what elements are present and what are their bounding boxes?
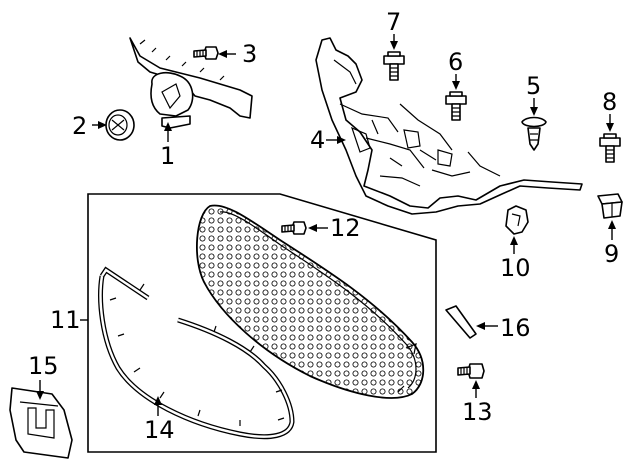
part-11-grille-assembly-frame xyxy=(87,193,437,453)
callout-5: 5 xyxy=(526,72,541,100)
callout-14: 14 xyxy=(144,416,175,444)
callout-3: 3 xyxy=(242,40,257,68)
part-15-license-bracket xyxy=(9,387,73,459)
callout-10: 10 xyxy=(500,254,531,282)
part-2-emblem xyxy=(105,109,135,141)
part-12-screw xyxy=(281,221,307,235)
part-8-bolt xyxy=(599,133,621,163)
callout-8: 8 xyxy=(602,88,617,116)
callout-12: 12 xyxy=(330,214,361,242)
part-16-clip xyxy=(445,305,477,339)
callout-13: 13 xyxy=(462,398,493,426)
callout-6: 6 xyxy=(448,48,463,76)
part-4-upper-deflector xyxy=(315,37,583,215)
callout-16: 16 xyxy=(500,314,531,342)
part-9-nut xyxy=(597,193,623,219)
part-13-screw xyxy=(457,363,485,379)
part-11-grille-mesh xyxy=(195,204,425,399)
part-3-screw xyxy=(193,46,219,60)
callout-9: 9 xyxy=(604,240,619,268)
leader-lines xyxy=(36,34,616,416)
callout-11: 11 xyxy=(50,306,81,334)
part-7-bolt xyxy=(383,51,405,81)
callout-15: 15 xyxy=(28,352,59,380)
callout-labels: 1 2 3 4 5 6 7 8 9 10 11 12 13 14 15 16 xyxy=(28,8,619,444)
callout-2: 2 xyxy=(72,112,87,140)
part-1-emblem-bracket xyxy=(129,37,253,129)
part-6-bolt xyxy=(445,91,467,121)
callout-7: 7 xyxy=(386,8,401,36)
part-10-bracket xyxy=(505,205,529,235)
part-5-push-clip xyxy=(521,116,547,151)
callout-4: 4 xyxy=(310,126,325,154)
callout-1: 1 xyxy=(160,142,175,170)
part-14-molding xyxy=(98,266,295,440)
